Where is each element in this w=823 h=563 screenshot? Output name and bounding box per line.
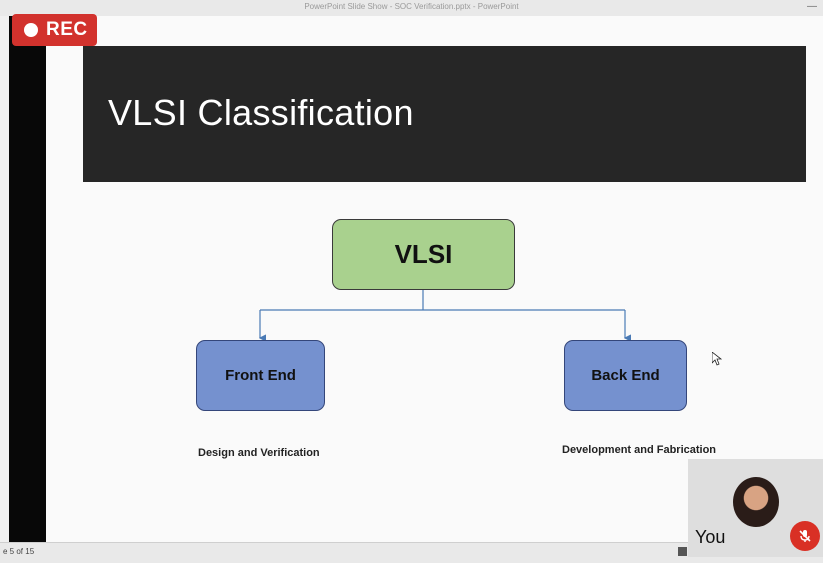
window-title: PowerPoint Slide Show - SOC Verification… <box>304 2 519 11</box>
slide-title: VLSI Classification <box>108 92 414 133</box>
avatar <box>733 477 779 527</box>
mic-off-icon[interactable] <box>790 521 820 551</box>
window-titlebar: PowerPoint Slide Show - SOC Verification… <box>0 0 823 17</box>
slide-counter: e 5 of 15 <box>3 547 35 556</box>
presenter-view-icon[interactable] <box>678 547 687 556</box>
minimize-icon[interactable]: — <box>807 1 817 12</box>
diagram-node-front-end-label: Front End <box>225 367 296 384</box>
slide-title-banner: VLSI Classification <box>83 46 806 182</box>
front-end-caption: Design and Verification <box>198 447 320 459</box>
participant-name: You <box>695 527 726 547</box>
diagram-connectors <box>258 289 631 342</box>
video-letterbox-edge <box>0 16 9 542</box>
diagram-node-vlsi-label: VLSI <box>394 239 453 269</box>
self-video-tile[interactable]: You <box>688 459 823 557</box>
record-dot-icon <box>24 23 38 37</box>
mouse-cursor-icon <box>712 352 722 366</box>
diagram-node-back-end-label: Back End <box>591 367 660 384</box>
slide-canvas: VLSI Classification VLSI Front End Back … <box>46 16 823 542</box>
recording-badge: REC <box>12 14 97 46</box>
slideshow-statusbar: e 5 of 15 <box>0 542 823 563</box>
diagram-node-vlsi: VLSI <box>332 219 515 290</box>
diagram-node-back-end: Back End <box>564 340 687 411</box>
recording-label: REC <box>46 19 88 40</box>
back-end-caption: Development and Fabrication <box>562 444 717 456</box>
diagram-node-front-end: Front End <box>196 340 325 411</box>
